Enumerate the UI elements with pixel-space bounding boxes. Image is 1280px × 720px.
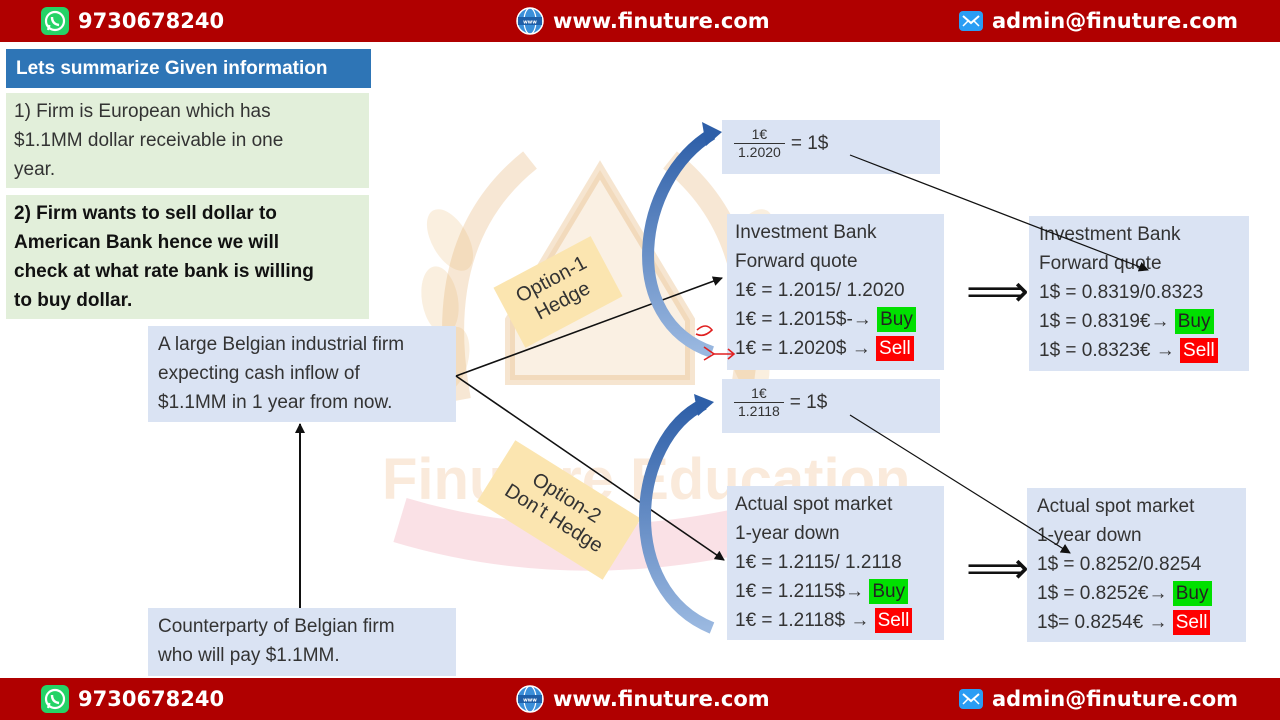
top-email-address: admin@finuture.com bbox=[992, 9, 1239, 33]
fraction: 1€ 1.2020 bbox=[734, 126, 785, 161]
summary-point-2-line: 2) Firm wants to sell dollar to bbox=[14, 203, 277, 224]
spot-market-box: Actual spot market 1-year down 1€ = 1.21… bbox=[727, 486, 944, 640]
buy-tag: Buy bbox=[869, 579, 909, 604]
spot-market-inverted-title: Actual spot market bbox=[1037, 496, 1195, 517]
counterparty-line: who will pay $1.1MM. bbox=[158, 645, 340, 666]
fraction: 1€ 1.2118 bbox=[734, 385, 784, 420]
buy-tag: Buy bbox=[1172, 581, 1212, 606]
bottom-website[interactable]: www www.finuture.com bbox=[515, 678, 770, 720]
spot-market-inverted-subtitle: 1-year down bbox=[1037, 525, 1142, 546]
belgian-firm-line: expecting cash inflow of bbox=[158, 363, 360, 384]
sell-tag: Sell bbox=[1180, 338, 1218, 363]
summary-point-2-line: American Bank hence we will bbox=[14, 232, 280, 253]
summary-point-2-line: check at what rate bank is willing bbox=[14, 261, 314, 282]
buy-tag: Buy bbox=[1174, 309, 1214, 334]
top-phone[interactable]: 9730678240 bbox=[40, 0, 224, 42]
spot-market-rate: 1€ = 1.2115/ 1.2118 bbox=[735, 552, 902, 573]
sell-tag: Sell bbox=[1172, 610, 1211, 635]
spot-market-title: Actual spot market bbox=[735, 494, 893, 515]
top-website-link: www.finuture.com bbox=[553, 9, 770, 33]
summary-heading: Lets summarize Given information bbox=[6, 49, 371, 88]
sell-tag: Sell bbox=[876, 336, 914, 361]
curved-arrow-spot-head bbox=[694, 394, 714, 416]
whatsapp-icon bbox=[40, 6, 70, 36]
red-annotation-mark bbox=[695, 325, 716, 361]
spot-market-inverted-sell-rate: 1$= 0.8254€ → bbox=[1037, 612, 1168, 633]
top-email[interactable]: admin@finuture.com bbox=[958, 0, 1238, 42]
buy-tag: Buy bbox=[877, 307, 916, 332]
fraction-denominator: 1.2118 bbox=[734, 402, 784, 420]
forward-quote-rate: 1€ = 1.2015/ 1.2020 bbox=[735, 280, 905, 301]
counterparty-box: Counterparty of Belgian firm who will pa… bbox=[148, 608, 456, 676]
curved-arrow-hedge bbox=[642, 128, 716, 358]
summary-point-2-line: to buy dollar. bbox=[14, 290, 133, 311]
bottom-phone-number: 9730678240 bbox=[78, 687, 225, 711]
spot-market-inverted-buy-rate: 1$ = 0.8252€→ bbox=[1037, 583, 1168, 604]
fraction-box-spot: 1€ 1.2118 = 1$ bbox=[722, 379, 940, 433]
forward-quote-inverted-rate: 1$ = 0.8319/0.8323 bbox=[1039, 282, 1204, 303]
bottom-email[interactable]: admin@finuture.com bbox=[958, 678, 1238, 720]
spot-market-buy-rate: 1€ = 1.2115$→ bbox=[735, 581, 865, 602]
fraction-expression: 1€ 1.2020 = 1$ bbox=[734, 126, 828, 161]
forward-quote-buy-row: 1€ = 1.2015$-→ Buy bbox=[735, 305, 936, 334]
globe-icon: www bbox=[515, 6, 545, 36]
fraction-denominator: 1.2020 bbox=[734, 143, 785, 161]
bottom-phone[interactable]: 9730678240 bbox=[40, 678, 224, 720]
curved-arrow-hedge-head bbox=[702, 122, 722, 146]
top-website[interactable]: www www.finuture.com bbox=[515, 0, 770, 42]
forward-quote-inverted-title: Investment Bank bbox=[1039, 224, 1181, 245]
spot-market-inverted-rate: 1$ = 0.8252/0.8254 bbox=[1037, 554, 1202, 575]
fraction-numerator: 1€ bbox=[751, 385, 767, 401]
forward-quote-title: Investment Bank bbox=[735, 222, 877, 243]
bottom-email-address: admin@finuture.com bbox=[992, 687, 1239, 711]
belgian-firm-box: A large Belgian industrial firm expectin… bbox=[148, 326, 456, 422]
belgian-firm-line: A large Belgian industrial firm bbox=[158, 334, 405, 355]
summary-point-2: 2) Firm wants to sell dollar to American… bbox=[6, 195, 369, 319]
forward-quote-inverted-subtitle: Forward quote bbox=[1039, 253, 1162, 274]
bottom-website-link: www.finuture.com bbox=[553, 687, 770, 711]
spot-market-buy-row: 1€ = 1.2115$→ Buy bbox=[735, 577, 936, 606]
spot-market-inverted-box: Actual spot market 1-year down 1$ = 0.82… bbox=[1027, 488, 1246, 642]
spot-market-sell-row: 1€ = 1.2118$ → Sell bbox=[735, 606, 936, 635]
fraction-numerator: 1€ bbox=[751, 126, 768, 142]
whatsapp-icon bbox=[40, 684, 70, 714]
svg-text:www: www bbox=[523, 20, 537, 26]
forward-quote-buy-rate: 1€ = 1.2015$-→ bbox=[735, 309, 872, 330]
forward-quote-box: Investment Bank Forward quote 1€ = 1.201… bbox=[727, 214, 944, 370]
forward-quote-inverted-buy-rate: 1$ = 0.8319€→ bbox=[1039, 311, 1170, 332]
belgian-firm-line: $1.1MM in 1 year from now. bbox=[158, 392, 393, 413]
option-1-hedge-label: Option-1 Hedge bbox=[493, 236, 623, 348]
counterparty-line: Counterparty of Belgian firm bbox=[158, 616, 395, 637]
mail-icon bbox=[958, 8, 984, 34]
top-phone-number: 9730678240 bbox=[78, 9, 225, 33]
globe-icon: www bbox=[515, 684, 545, 714]
forward-quote-sell-row: 1€ = 1.2020$ → Sell bbox=[735, 334, 936, 363]
summary-point-1-line: $1.1MM dollar receivable in one bbox=[14, 130, 284, 151]
forward-quote-inverted-sell-row: 1$ = 0.8323€ → Sell bbox=[1039, 336, 1239, 365]
forward-quote-inverted-box: Investment Bank Forward quote 1$ = 0.831… bbox=[1029, 216, 1249, 371]
mail-icon bbox=[958, 686, 984, 712]
sell-tag: Sell bbox=[874, 608, 913, 633]
spot-market-inverted-buy-row: 1$ = 0.8252€→ Buy bbox=[1037, 579, 1236, 608]
fraction-box-hedge: 1€ 1.2020 = 1$ bbox=[722, 120, 940, 174]
forward-quote-inverted-buy-row: 1$ = 0.8319€→ Buy bbox=[1039, 307, 1239, 336]
summary-point-1-line: 1) Firm is European which has bbox=[14, 101, 271, 122]
fraction-rhs: = 1$ bbox=[789, 392, 828, 413]
fraction-rhs: = 1$ bbox=[790, 133, 829, 154]
forward-quote-subtitle: Forward quote bbox=[735, 251, 858, 272]
bottom-contact-bar: 9730678240 www www.finuture.com admin@fi… bbox=[0, 678, 1280, 720]
fraction-expression: 1€ 1.2118 = 1$ bbox=[734, 385, 827, 420]
top-contact-bar: 9730678240 www www.finuture.com admin@fi… bbox=[0, 0, 1280, 42]
implies-arrow: ⟹ bbox=[966, 267, 1030, 316]
spot-market-subtitle: 1-year down bbox=[735, 523, 840, 544]
implies-arrow: ⟹ bbox=[966, 544, 1030, 593]
summary-point-1: 1) Firm is European which has $1.1MM dol… bbox=[6, 93, 369, 188]
svg-text:www: www bbox=[523, 698, 537, 704]
forward-quote-inverted-sell-rate: 1$ = 0.8323€ → bbox=[1039, 340, 1175, 361]
curved-arrow-spot bbox=[639, 398, 715, 634]
forward-quote-sell-rate: 1€ = 1.2020$ → bbox=[735, 338, 871, 359]
spot-market-sell-rate: 1€ = 1.2118$ → bbox=[735, 610, 870, 631]
spot-market-inverted-sell-row: 1$= 0.8254€ → Sell bbox=[1037, 608, 1236, 637]
summary-point-1-line: year. bbox=[14, 159, 56, 180]
